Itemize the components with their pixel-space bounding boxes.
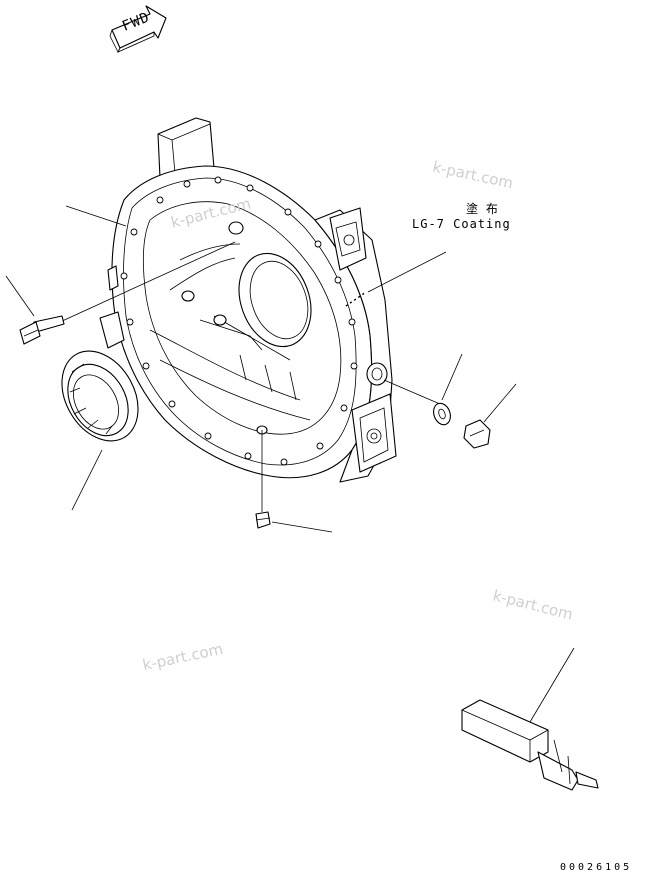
flywheel-housing [99,117,397,483]
coating-label-jp: 塗 布 [466,202,500,216]
coating-label-en: LG-7 Coating [412,217,511,231]
bolt-icon [19,315,65,345]
drain-plug-icon [255,511,271,529]
leader-lines [5,205,575,723]
plug-icon [463,419,491,449]
washer-icon [433,402,451,426]
sealant-tube-icon [461,699,599,791]
drawing-number: 00026105 [560,862,633,873]
oil-seal-icon [61,350,139,442]
forward-arrow-icon [109,5,167,53]
